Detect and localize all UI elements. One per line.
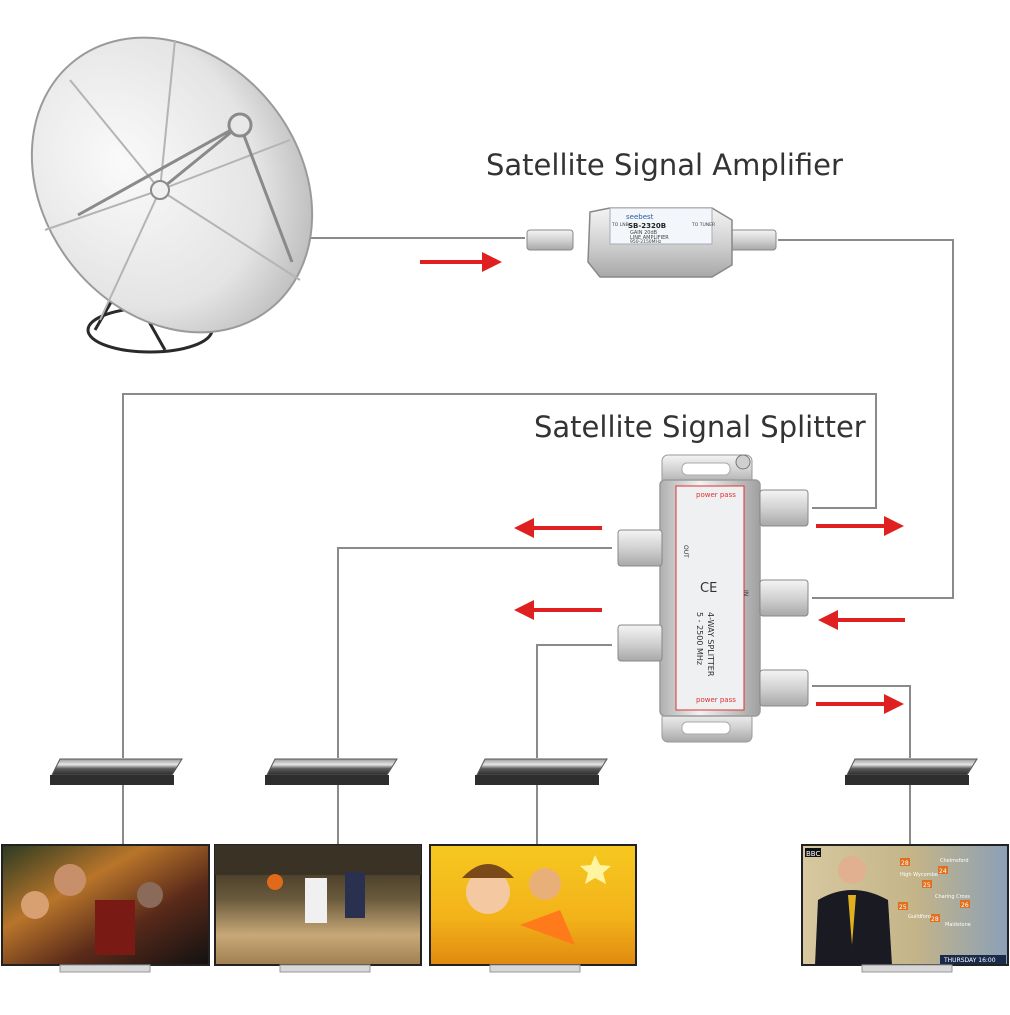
splitter-bottom-slot [681, 721, 731, 735]
amplifier-to-tuner: TO TUNER [691, 222, 715, 228]
wire-splitter-to-receiver-2 [337, 547, 612, 758]
amplifier-left-connector [526, 229, 574, 251]
svg-text:28: 28 [901, 860, 909, 867]
receiver-3 [475, 758, 608, 785]
dish-reflector [30, 36, 314, 334]
svg-text:High Wycombe: High Wycombe [900, 872, 938, 878]
splitter-power-pass-top: power pass [696, 491, 736, 499]
tv-4: BBC 28 24 25 25 28 26 Chelmsford High Wy [801, 844, 1009, 973]
tv-4-temp-badges: 28 24 25 25 28 26 [898, 858, 970, 923]
splitter-freq: 5 - 2500 MHz [695, 612, 704, 665]
splitter-port-out-right-1 [759, 489, 809, 527]
amplifier-gain: GAIN 20dB [630, 230, 658, 236]
splitter-label: Satellite Signal Splitter [534, 410, 866, 444]
svg-text:24: 24 [939, 868, 947, 875]
splitter-port-out-left-2 [617, 624, 663, 662]
svg-text:25: 25 [923, 882, 931, 889]
amplifier-sticker [609, 207, 713, 245]
svg-text:Chelmsford: Chelmsford [940, 858, 969, 864]
televisions: BBC 28 24 25 25 28 26 Chelmsford High Wy [1, 844, 1009, 973]
wire-amplifier-to-splitter-in [778, 239, 954, 599]
splitter-ground-screw [735, 454, 751, 470]
amplifier-type: LINE AMPLIFIER [630, 235, 669, 241]
splitter-port-out-right-2 [759, 669, 809, 707]
splitter-connectors [617, 489, 809, 707]
signal-arrows [420, 252, 905, 714]
tv-2 [214, 844, 422, 973]
splitter-title: 4-WAY SPLITTER [706, 612, 715, 677]
receivers [50, 758, 978, 785]
amplifier-label: Satellite Signal Amplifier [486, 148, 843, 182]
dish-feed-arm [77, 123, 294, 263]
svg-text:25: 25 [899, 904, 907, 911]
signal-amplifier-device: seebest SB-2320B GAIN 20dB LINE AMPLIFIE… [526, 207, 777, 278]
dish-ribs [44, 39, 301, 321]
svg-text:Charing Cross: Charing Cross [935, 894, 970, 900]
tv-1 [1, 844, 210, 973]
satellite-dish [30, 36, 314, 354]
svg-text:Guildford: Guildford [908, 914, 931, 920]
splitter-port-in [759, 579, 809, 617]
tv-4-time: THURSDAY 16:00 [943, 957, 996, 964]
amplifier-freq: 950-2150MHz [630, 239, 662, 245]
amplifier-model: SB-2320B [628, 222, 666, 230]
splitter-port-out-left-1 [617, 529, 663, 567]
splitter-in-mark: IN [742, 590, 749, 596]
amplifier-right-connector [729, 229, 777, 251]
receiver-2 [265, 758, 398, 785]
splitter-label-plate [675, 485, 745, 711]
amplifier-brand: seebest [626, 213, 654, 221]
amplifier-to-lnb: TO LNB [611, 222, 629, 228]
wire-splitter-to-receiver-1 [122, 393, 877, 758]
wire-splitter-to-receiver-3 [536, 644, 612, 758]
receiver-1 [50, 758, 183, 785]
dish-lnb-feed [227, 112, 253, 138]
splitter-power-pass-bottom: power pass [696, 696, 736, 704]
wires [122, 237, 954, 845]
svg-text:28: 28 [931, 916, 939, 923]
dish-hub [150, 180, 170, 200]
splitter-top-slot [681, 462, 731, 476]
tv-4-channel-logo: BBC [806, 850, 820, 858]
svg-text:Maidstone: Maidstone [945, 922, 971, 928]
receiver-4 [845, 758, 978, 785]
splitter-ce-mark: CE [700, 581, 717, 596]
wire-splitter-to-receiver-4 [812, 685, 911, 758]
splitter-out-mark: OUT [682, 545, 689, 558]
tv-4-city-names: Chelmsford High Wycombe Charing Cross Gu… [900, 858, 971, 928]
tv-3 [429, 844, 637, 973]
signal-splitter-device: power pass power pass CE 4-WAY SPLITTER … [617, 454, 809, 743]
svg-text:26: 26 [961, 902, 969, 909]
